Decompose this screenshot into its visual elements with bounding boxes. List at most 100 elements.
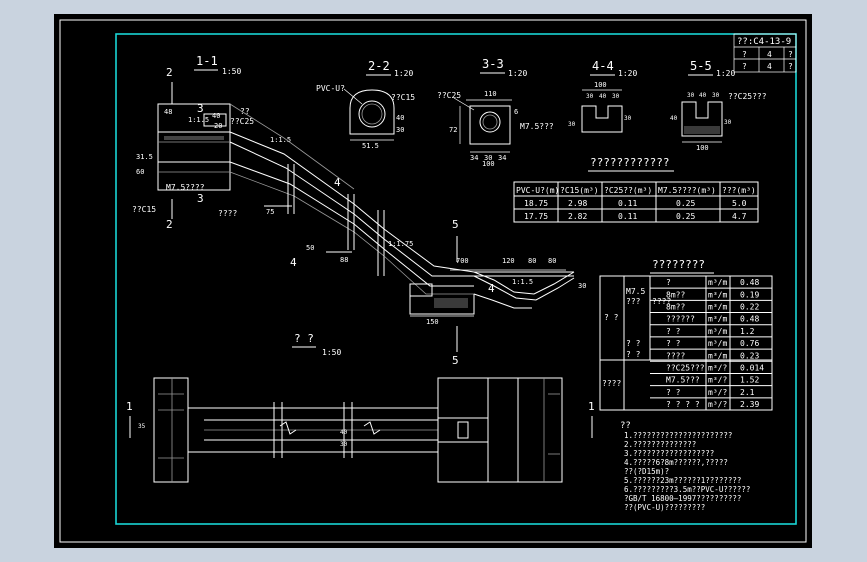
table-cell: 0.76 xyxy=(740,339,759,348)
svg-text:5.??????23m??????1????????: 5.??????23m??????1???????? xyxy=(624,476,741,485)
svg-text:??C25: ??C25 xyxy=(230,117,254,126)
svg-text:75: 75 xyxy=(266,208,274,216)
table-cell: m³/m xyxy=(708,278,727,287)
svg-text:1:1.5: 1:1.5 xyxy=(270,136,291,144)
svg-text:6.?????????3.5m??PVC-U??????: 6.?????????3.5m??PVC-U?????? xyxy=(624,485,750,494)
svg-text:2.98: 2.98 xyxy=(568,199,587,208)
svg-text:??: ?? xyxy=(620,421,631,431)
section-3-3: ??C25 110 6 72 M7.5??? 34 30 34 100 xyxy=(437,90,554,168)
table-cell: m³/? xyxy=(708,388,727,397)
svg-text:700: 700 xyxy=(456,257,469,265)
svg-text:100: 100 xyxy=(482,160,495,168)
svg-text:30: 30 xyxy=(612,93,620,100)
svg-text:4: 4 xyxy=(488,282,495,295)
svg-text:3-3: 3-3 xyxy=(482,57,504,71)
svg-text:30: 30 xyxy=(340,441,348,448)
svg-text:????: ???? xyxy=(218,209,237,218)
table-title: ???????? xyxy=(652,258,705,271)
svg-text:100: 100 xyxy=(696,144,709,152)
section-1-1-title: 1-1 1:50 xyxy=(194,54,241,76)
table-cell: ? ? xyxy=(666,327,681,336)
svg-text:1-1: 1-1 xyxy=(196,54,218,68)
svg-text:30: 30 xyxy=(578,282,586,290)
title-cell: ? xyxy=(788,50,793,59)
svg-text:2.82: 2.82 xyxy=(568,212,587,221)
table-cell: 1.2 xyxy=(740,327,755,336)
svg-text:34: 34 xyxy=(470,154,478,162)
section-5-5: 30 40 30 ??C25??? 40 30 100 xyxy=(670,92,767,152)
svg-text:30: 30 xyxy=(724,119,732,126)
svg-text:3: 3 xyxy=(197,192,204,205)
table-cell: 0.19 xyxy=(740,290,759,299)
table-cell: 0.014 xyxy=(740,363,764,372)
svg-text:31.5: 31.5 xyxy=(136,153,153,161)
svg-text:2-2: 2-2 xyxy=(368,59,390,73)
svg-text:1: 1 xyxy=(588,400,595,413)
svg-text:30: 30 xyxy=(624,115,632,122)
table-cell: m³/? xyxy=(708,376,727,385)
svg-text:??C25: ??C25 xyxy=(437,91,461,100)
svg-text:17.75: 17.75 xyxy=(524,212,548,221)
svg-text:0.25: 0.25 xyxy=(676,199,695,208)
table-cell: ? ? xyxy=(666,388,681,397)
svg-text:????: ???? xyxy=(652,297,671,306)
svg-text:5: 5 xyxy=(452,218,459,231)
table-cell: 8m?? xyxy=(666,290,685,299)
plan-drawing: 1 1 35 40 30 xyxy=(126,377,595,483)
svg-text:3.??????????????????: 3.?????????????????? xyxy=(624,449,714,458)
svg-text:4: 4 xyxy=(334,176,341,189)
svg-text:5-5: 5-5 xyxy=(690,59,712,73)
title-block: ??:C4-13-9 ? 4 ? ? 4 ? xyxy=(733,33,797,73)
title-cell: ? xyxy=(788,62,793,71)
table-title: ???????????? xyxy=(590,156,669,169)
svg-text:? ?: ? ? xyxy=(604,313,619,322)
svg-text:??C15: ??C15 xyxy=(132,205,156,214)
outer-frame xyxy=(59,19,807,543)
svg-text:30: 30 xyxy=(568,121,576,128)
svg-text:??C15: ??C15 xyxy=(391,93,415,102)
svg-text:40: 40 xyxy=(599,93,607,100)
svg-text:150: 150 xyxy=(426,318,439,326)
svg-text:??(?D15m)?: ??(?D15m)? xyxy=(624,467,669,476)
svg-text:72: 72 xyxy=(449,126,457,134)
table-cell: 0.48 xyxy=(740,315,759,324)
svg-text:????: ???? xyxy=(602,379,621,388)
svg-text:0.11: 0.11 xyxy=(618,212,637,221)
table-cell: ? ? ? ? xyxy=(666,400,700,409)
general-notes: ?? 1.?????????????????????? 2.??????????… xyxy=(620,421,750,512)
svg-text:?C15(m³): ?C15(m³) xyxy=(560,186,599,195)
cad-drawing: ??:C4-13-9 ? 4 ? ? 4 ? 1-1 1:50 2-2 1:20… xyxy=(59,19,807,543)
svg-text:?GB/T 16800—1997??????????: ?GB/T 16800—1997?????????? xyxy=(624,494,741,503)
svg-text:? ?: ? ? xyxy=(294,332,314,345)
table-cell: ???? xyxy=(666,351,685,360)
svg-text:M7.5????(m³): M7.5????(m³) xyxy=(658,186,716,195)
svg-text:M7.5????: M7.5???? xyxy=(166,183,205,192)
svg-text:35: 35 xyxy=(138,423,146,430)
svg-text:5.0: 5.0 xyxy=(732,199,747,208)
svg-text:88: 88 xyxy=(340,256,348,264)
drawing-sheet: ??:C4-13-9 ? 4 ? ? 4 ? 1-1 1:50 2-2 1:20… xyxy=(54,14,812,548)
svg-text:5: 5 xyxy=(452,354,459,367)
svg-text:M7.5: M7.5 xyxy=(626,287,645,296)
svg-text:1:1.5: 1:1.5 xyxy=(188,116,209,124)
svg-text:4.7: 4.7 xyxy=(732,212,747,221)
table-cell: m³/m xyxy=(708,339,727,348)
svg-text:0.25: 0.25 xyxy=(676,212,695,221)
svg-text:3: 3 xyxy=(197,102,204,115)
svg-text:???: ??? xyxy=(626,297,641,306)
section-1-1-drawing: 2 2 3 3 ?? ??C25 48 40 1:1.5 20 31.5 60 … xyxy=(132,66,586,367)
svg-text:4.?????6?8m??????,?????: 4.?????6?8m??????,????? xyxy=(624,458,728,467)
title-cell: 4 xyxy=(767,50,772,59)
section-4-4: 100 30 40 30 30 30 xyxy=(568,81,632,133)
svg-text:30: 30 xyxy=(396,126,404,134)
svg-text:34: 34 xyxy=(498,154,506,162)
table-cell: 2.1 xyxy=(740,388,755,397)
svg-text:??: ?? xyxy=(240,107,250,116)
svg-text:30: 30 xyxy=(484,154,492,162)
svg-text:40: 40 xyxy=(396,114,404,122)
svg-text:30: 30 xyxy=(586,93,594,100)
svg-text:40: 40 xyxy=(699,92,707,99)
title-cell: ? xyxy=(742,50,747,59)
svg-text:1: 1 xyxy=(126,400,133,413)
pipe-section-2-2: PVC-U? ??C15 51.5 30 40 xyxy=(316,84,415,150)
